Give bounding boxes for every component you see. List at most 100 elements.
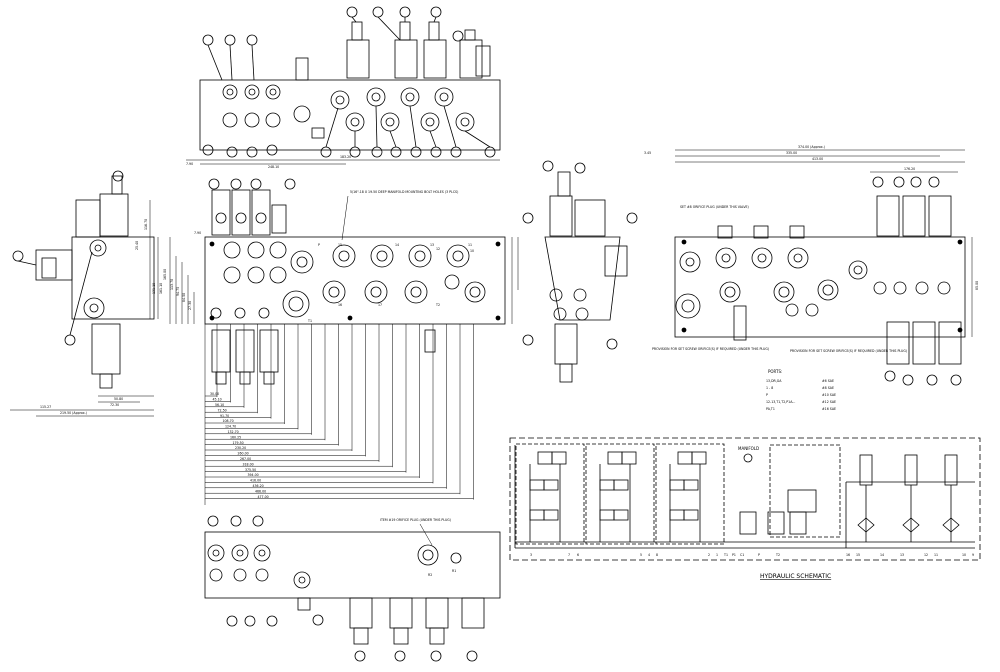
dim-label: 230.20: [235, 446, 246, 450]
left-view: 116.70 115.27 219.50 (Approx.) 50.80 72.…: [10, 170, 163, 417]
relief-valve: [739, 511, 757, 535]
schematic-port-label: 9: [972, 553, 974, 557]
dim-label: 56.10: [215, 403, 224, 407]
dim-label: 124.70: [225, 425, 236, 429]
ports-row-2-name: 1 - 8: [766, 386, 773, 390]
schematic-port-label: 4: [648, 553, 650, 557]
right-dim-176: 176.20: [904, 167, 915, 171]
valve-body: [543, 479, 559, 491]
schematic-title: HYDRAULIC SCHEMATIC: [760, 573, 831, 580]
solenoid-valve: [944, 454, 958, 486]
top-view: 7.90 248.10 183.20: [186, 6, 501, 169]
ports-row-4-name: 12-13,T1,T2,P1A...: [766, 400, 795, 404]
front-port-13: 13: [430, 243, 434, 247]
mounting-bolt-note: 5/16"-18 X 19.50 DEEP MANIFOLD MOUNTING …: [350, 190, 458, 194]
front-ports: [209, 241, 501, 321]
schematic-port-label: 3: [530, 553, 532, 557]
ports-row-3-name: P: [766, 393, 768, 397]
front-port-12: 12: [436, 247, 440, 251]
top-view-ports: [222, 84, 475, 139]
schematic-port-label: 13: [900, 553, 904, 557]
dim-label: 436.20: [253, 484, 264, 488]
schematic-port-label: P: [758, 553, 760, 557]
schematic-valve-groups: [515, 443, 975, 548]
front-port-11: 11: [468, 243, 472, 247]
left-dim-219: 219.50 (Approx.): [60, 411, 87, 415]
dim-label: 179.50: [233, 441, 244, 445]
dim-label: 375.50: [245, 468, 256, 472]
right-top-valves: [717, 176, 952, 239]
dim-label: 30.00: [210, 392, 219, 396]
dim-label: 72.50: [218, 408, 227, 412]
side-view-small: [522, 160, 638, 383]
dim-label: 108.70: [223, 419, 234, 423]
front-bottom-dimension-chain: 30.0045.1056.1072.5091.70108.70124.70132…: [204, 324, 474, 505]
schematic-port-label: 11: [934, 553, 938, 557]
check-valve: [942, 517, 960, 533]
bottom-top-valves: [207, 515, 462, 589]
solenoid-valve: [859, 454, 873, 486]
valve-body: [669, 479, 685, 491]
valve-body: [551, 451, 567, 465]
top-view-balloons: [202, 6, 496, 158]
left-dim-72: 72.30: [110, 403, 119, 407]
valve-body: [543, 509, 559, 521]
schematic-port-label: 1: [716, 553, 718, 557]
schematic-port-label: 2: [708, 553, 710, 557]
ports-table-title: PORTS:: [768, 369, 782, 374]
valve-body: [537, 451, 553, 465]
valve-body: [691, 451, 707, 465]
side-dim-1: 165.00: [163, 269, 167, 280]
left-dim-115: 115.27: [40, 405, 51, 409]
schematic-port-label: 16: [846, 553, 850, 557]
left-dim-25: 25.40: [135, 241, 139, 250]
valve-body: [621, 451, 637, 465]
valve-body: [787, 489, 817, 513]
top-cartridge-valves: [295, 21, 491, 81]
left-dim-50: 50.80: [114, 397, 123, 401]
right-dim-3: 3.45: [644, 151, 651, 155]
dim-248-10: 248.10: [268, 165, 279, 169]
relief-valve: [767, 511, 785, 535]
schematic-port-label: 10: [962, 553, 966, 557]
ports-row-1-size: #6 SAE: [822, 379, 834, 383]
dim-label: 477.00: [258, 495, 269, 499]
ports-row-3-size: #10 SAE: [822, 393, 836, 397]
front-bottom-valves: [210, 307, 436, 385]
front-port-t1: T1: [307, 319, 312, 323]
side-dim-2: 113.70: [170, 279, 174, 290]
bottom-label-r1: R1: [452, 569, 456, 573]
solenoid-valve: [904, 454, 918, 486]
side-dim-3: 94.75: [176, 287, 180, 296]
schematic-port-label: 6: [577, 553, 579, 557]
left-dim-131: 131.10: [152, 283, 156, 294]
front-top-valves: [208, 178, 296, 236]
right-bottom-valves: [733, 305, 962, 386]
right-dim-85: 85.00: [975, 281, 979, 290]
schematic-port-label: 15: [856, 553, 860, 557]
schematic-port-label: C1: [740, 553, 744, 557]
dim-label: 466.00: [255, 489, 266, 493]
bottom-note: ITEM #19 ORIFICE PLUG (UNDER THIS PLUG): [380, 518, 451, 522]
right-note-2: PROVISION FOR SET SCREW ORIFICE(S) IF RE…: [790, 349, 907, 353]
dim-label: 394.00: [248, 473, 259, 477]
dim-label: 45.10: [213, 398, 222, 402]
dim-7-90: 7.90: [186, 162, 193, 166]
dim-label: 160.25: [230, 435, 241, 439]
right-dim-413: 413.00: [812, 157, 823, 161]
dim-183-20: 183.20: [340, 155, 351, 159]
ports-row-5-size: #16 SAE: [822, 407, 836, 411]
dim-label: 91.70: [220, 414, 229, 418]
right-ports: [675, 239, 963, 333]
schematic-port-label: 5: [640, 553, 642, 557]
dim-label: 416.00: [250, 479, 261, 483]
ports-row-2-size: #8 SAE: [822, 386, 834, 390]
front-port-14: 14: [395, 243, 399, 247]
right-dim-335: 335.00: [786, 151, 797, 155]
valve-group-frame: [515, 443, 585, 545]
valve-body: [677, 451, 693, 465]
front-port-p: P: [318, 243, 320, 247]
right-dim-374: 374.00 (Approx.): [798, 145, 825, 149]
valve-body: [613, 479, 629, 491]
